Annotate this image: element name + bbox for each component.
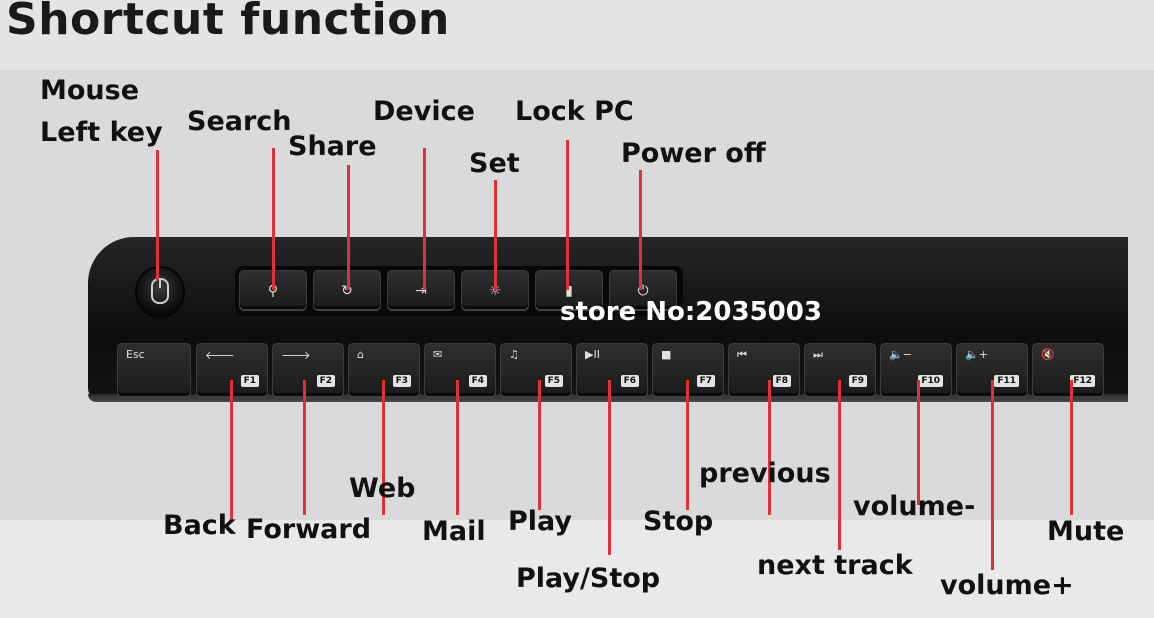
label-search: Search xyxy=(187,108,292,135)
pointer-line-device xyxy=(423,148,426,290)
pointer-line-mouse xyxy=(156,150,159,280)
device-icon: ⇥ xyxy=(388,283,454,299)
mail-icon: ✉ xyxy=(433,348,442,361)
label-power-off: Power off xyxy=(621,140,766,167)
label-share: Share xyxy=(288,133,377,160)
arrow-right-icon: 🡒 xyxy=(281,348,311,362)
pointer-line-stop xyxy=(686,380,689,510)
pointer-line-back xyxy=(230,380,233,520)
f4-label: F4 xyxy=(469,375,487,387)
pointer-line-forward xyxy=(303,380,306,515)
f3-label: F3 xyxy=(393,375,411,387)
label-play: Play xyxy=(508,508,572,535)
f10-label: F10 xyxy=(918,375,943,387)
mouse-icon xyxy=(151,278,169,304)
play-pause-icon: ▶II xyxy=(585,348,600,361)
label-web: Web xyxy=(349,475,415,502)
f11-label: F11 xyxy=(994,375,1019,387)
pointer-line-share xyxy=(347,165,350,290)
f2-key: 🡒 F2 xyxy=(272,343,344,397)
label-device: Device xyxy=(373,98,475,125)
f9-label: F9 xyxy=(849,375,867,387)
pointer-line-lock xyxy=(566,140,569,290)
f8-label: F8 xyxy=(773,375,791,387)
pointer-line-power xyxy=(639,170,642,290)
f12-label: F12 xyxy=(1070,375,1095,387)
home-icon: ⌂ xyxy=(357,348,364,361)
previous-track-icon: ⏮ xyxy=(737,348,747,362)
mute-icon: 🔇 xyxy=(1041,348,1055,361)
arrow-left-icon: 🡐 xyxy=(205,348,235,362)
label-forward: Forward xyxy=(246,516,371,543)
label-play-stop: Play/Stop xyxy=(516,565,660,592)
store-watermark: store No:2035003 xyxy=(560,297,822,327)
label-volume-minus: volume- xyxy=(853,493,975,520)
esc-label: Esc xyxy=(126,348,145,361)
pointer-line-search xyxy=(272,148,275,290)
next-track-icon: ⏭ xyxy=(813,348,823,362)
f2-label: F2 xyxy=(317,375,335,387)
label-left-key: Left key xyxy=(40,119,163,146)
page-title: Shortcut function xyxy=(6,0,450,45)
pointer-line-play xyxy=(538,380,541,510)
f4-key: ✉ F4 xyxy=(424,343,496,397)
label-mail: Mail xyxy=(422,518,486,545)
f7-label: F7 xyxy=(697,375,715,387)
f1-label: F1 xyxy=(241,375,259,387)
music-note-icon: ♫ xyxy=(509,348,519,361)
pointer-line-mute xyxy=(1070,380,1073,515)
pointer-line-volume-minus xyxy=(917,380,920,505)
device-key: ⇥ xyxy=(387,270,455,310)
f12-key: 🔇 F12 xyxy=(1032,343,1104,397)
label-volume-plus: volume+ xyxy=(940,572,1074,599)
f8-key: ⏮ F8 xyxy=(728,343,800,397)
esc-key: Esc xyxy=(117,343,191,397)
pointer-line-volume-plus xyxy=(991,380,994,570)
f10-key: 🔈− F10 xyxy=(880,343,952,397)
pointer-line-play-stop xyxy=(608,380,611,555)
label-stop: Stop xyxy=(643,508,713,535)
label-next-track: next track xyxy=(757,552,913,579)
label-mouse: Mouse xyxy=(40,77,139,104)
pointer-line-mail xyxy=(456,380,459,515)
volume-up-icon: 🔈+ xyxy=(965,348,988,361)
label-set: Set xyxy=(469,150,520,177)
f5-key: ♫ F5 xyxy=(500,343,572,397)
f6-key: ▶II F6 xyxy=(576,343,648,397)
label-previous: previous xyxy=(699,460,831,487)
label-mute: Mute xyxy=(1047,518,1124,545)
volume-down-icon: 🔈− xyxy=(889,348,912,361)
pointer-line-previous xyxy=(768,380,771,515)
label-back: Back xyxy=(163,512,236,539)
stop-icon: ■ xyxy=(661,348,671,361)
f5-label: F5 xyxy=(545,375,563,387)
label-lock-pc: Lock PC xyxy=(515,98,634,125)
pointer-line-set xyxy=(494,180,497,290)
pointer-line-next-track xyxy=(838,380,841,550)
f6-label: F6 xyxy=(621,375,639,387)
mouse-left-key xyxy=(135,266,185,318)
